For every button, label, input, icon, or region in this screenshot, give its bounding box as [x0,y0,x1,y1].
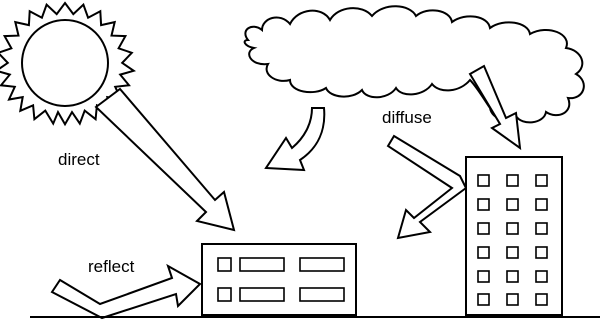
low-building-body [201,243,357,316]
low-building-window [239,257,285,272]
diffuse-arrow-curved [264,107,326,172]
tall-building-window [477,270,490,283]
diffuse-arrow-bounce [386,134,468,240]
tall-building-window [506,174,519,187]
low-building [201,243,357,316]
tall-building-window [506,222,519,235]
direct-radiation-arrow [94,87,236,232]
tall-building [465,156,563,316]
tall-building-window [535,293,548,306]
cloud-icon [243,5,585,124]
tall-building-window [477,222,490,235]
low-building-window [239,287,285,302]
reflect-arrow [50,263,202,320]
tall-building-window [535,198,548,211]
tall-building-window [506,270,519,283]
tall-building-window [535,174,548,187]
tall-building-window [506,246,519,259]
tall-building-window [535,246,548,259]
tall-building-window [477,293,490,306]
tall-building-windows [477,174,548,306]
sun-disc [21,19,109,107]
low-building-window [299,257,345,272]
tall-building-window [477,198,490,211]
diffuse-arrow-straight [468,64,522,151]
direct-label: direct [58,150,100,169]
tall-building-window [477,246,490,259]
tall-building-window [535,222,548,235]
tall-building-window [506,198,519,211]
diffuse-label: diffuse [382,108,432,127]
sun-icon [0,1,137,127]
tall-building-window [506,293,519,306]
low-building-window [299,287,345,302]
low-building-window [217,257,232,272]
tall-building-window [477,174,490,187]
tall-building-window [535,270,548,283]
reflect-label: reflect [88,257,135,276]
low-building-window [217,287,232,302]
